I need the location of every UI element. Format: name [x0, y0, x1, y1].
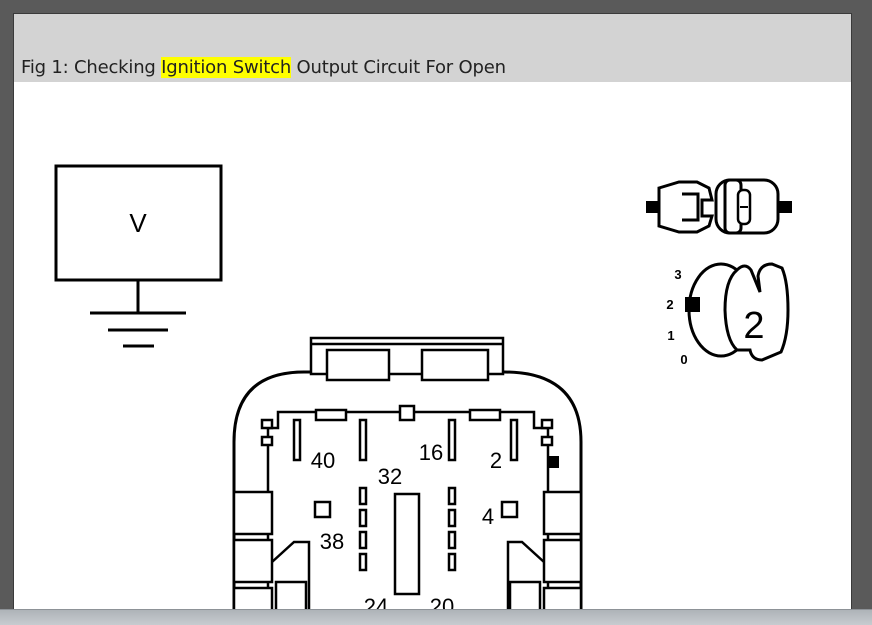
switch-position-marker — [685, 297, 700, 312]
ignition-key — [723, 262, 790, 362]
pin-label-2: 2 — [490, 448, 502, 473]
center-key-slot — [393, 492, 421, 596]
figure-panel: Fig 1: Checking Ignition Switch Output C… — [13, 13, 852, 625]
switch-position-3: 3 — [674, 267, 681, 282]
pin-label-40: 40 — [311, 448, 335, 473]
terminal-slot-40 — [292, 418, 302, 462]
cavity-notch-1 — [314, 408, 348, 422]
terminal-square-4 — [500, 500, 519, 519]
connector-plug-tab-right — [777, 201, 792, 213]
switch-position-2: 2 — [666, 297, 673, 312]
cavity-tab-left-2 — [260, 435, 274, 447]
terminal-slot-32 — [358, 418, 368, 462]
inner-rib-left — [271, 540, 311, 625]
inner-rib-right — [506, 540, 545, 625]
pin-label-16: 16 — [419, 440, 443, 465]
side-rib-left-1 — [232, 490, 274, 536]
caption-suffix: Output Circuit For Open — [291, 57, 506, 78]
connector-male-half — [657, 180, 715, 234]
cavity-tab-left — [260, 418, 274, 430]
side-rib-left-2 — [232, 538, 274, 584]
switch-selected-position: 2 — [743, 305, 764, 347]
switch-position-0: 0 — [680, 352, 687, 367]
connector-plug-tab-left — [646, 201, 661, 213]
side-rib-right-2 — [542, 538, 583, 584]
cavity-notch-2 — [398, 404, 416, 422]
side-rib-right-1 — [542, 490, 583, 536]
terminal-slot-b4 — [447, 552, 457, 572]
voltmeter — [54, 164, 223, 348]
cavity-notch-3 — [468, 408, 502, 422]
pin-marker — [549, 456, 559, 468]
terminal-slot-a1 — [358, 486, 368, 506]
cavity-tab-right — [540, 418, 554, 430]
figure-caption: Fig 1: Checking Ignition Switch Output C… — [21, 57, 506, 78]
cavity-tab-right-2 — [540, 435, 554, 447]
terminal-slot-b3 — [447, 530, 457, 550]
terminal-slot-b1 — [447, 486, 457, 506]
pin-label-38: 38 — [320, 529, 344, 554]
pin-label-32: 32 — [378, 464, 402, 489]
voltmeter-label: V — [129, 208, 147, 238]
bottom-scroll-bar[interactable] — [0, 609, 872, 625]
caption-highlight: Ignition Switch — [161, 57, 292, 78]
connector-symbol — [646, 178, 792, 235]
wiring-diagram: V 3 2 1 0 2 — [54, 164, 792, 625]
terminal-slot-a2 — [358, 508, 368, 528]
switch-position-1: 1 — [667, 328, 674, 343]
terminal-square-38 — [313, 500, 332, 519]
ignition-switch — [685, 262, 790, 362]
pin-label-4: 4 — [482, 504, 494, 529]
terminal-slot-a4 — [358, 552, 368, 572]
caption-prefix: Fig 1: Checking — [21, 57, 162, 78]
terminal-slot-16 — [447, 418, 457, 462]
terminal-slot-b2 — [447, 508, 457, 528]
terminal-slot-a3 — [358, 530, 368, 550]
connector-lock-left — [325, 348, 391, 382]
connector-latch — [682, 192, 700, 222]
connector-lock-right — [420, 348, 490, 382]
terminal-slot-2 — [509, 418, 519, 462]
caption-bar: Fig 1: Checking Ignition Switch Output C… — [14, 14, 851, 82]
connector-face — [232, 336, 583, 625]
